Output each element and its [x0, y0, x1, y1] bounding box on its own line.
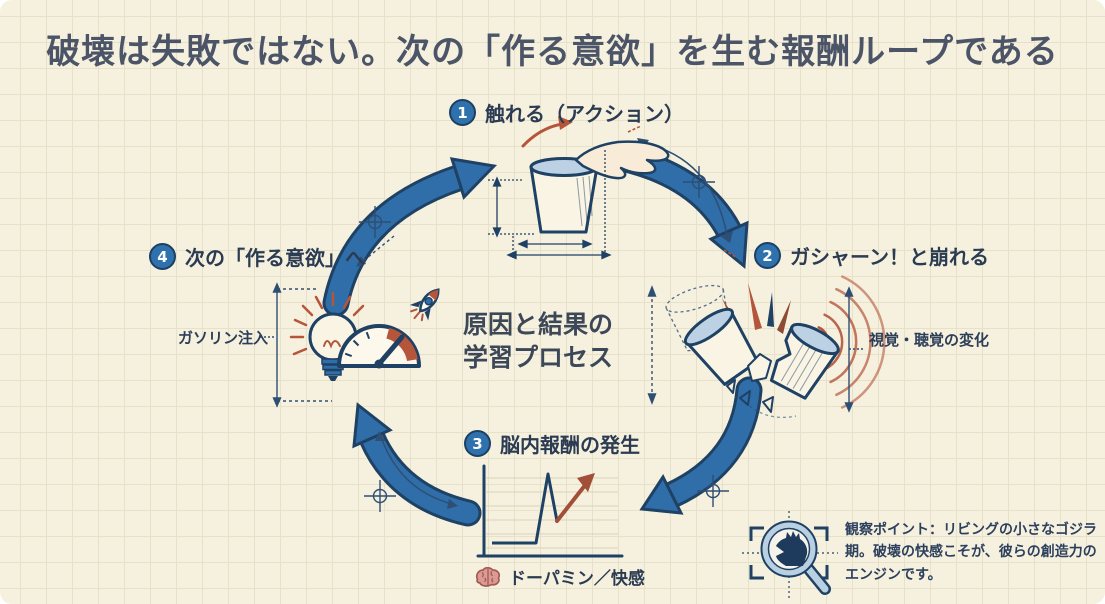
crashing-cups-icon — [647, 275, 886, 419]
lightbulb-gauge-rocket-icon — [260, 282, 440, 408]
step-3-number-badge: 3 — [464, 430, 491, 457]
brain-icon — [475, 566, 501, 587]
rocket-icon — [409, 288, 440, 322]
dashed-pointer-step4 — [356, 235, 395, 267]
step-1-label: 触れる（アクション） — [485, 102, 684, 126]
spark-rays-icon — [289, 291, 365, 356]
step-2-label: ガシャーン！と崩れる — [790, 245, 989, 269]
step-2: 2 ガシャーン！と崩れる — [754, 241, 989, 270]
loop-arrow-to-step3 — [639, 376, 763, 515]
step-2-number-badge: 2 — [754, 242, 781, 269]
step-4: 4 次の「作る意欲」へ — [149, 242, 365, 271]
step-4-label: 次の「作る意欲」へ — [185, 246, 365, 270]
magnifier-godzilla-icon — [742, 511, 838, 599]
center-caption: 原因と結果の 学習プロセス — [430, 308, 646, 374]
step-4-number-badge: 4 — [149, 243, 176, 270]
hand-touching-cup-icon — [488, 116, 670, 260]
senses-note: 視覚・聴覚の変化 — [869, 331, 990, 349]
center-caption-line1: 原因と結果の — [462, 310, 613, 339]
reward-spike-chart-icon — [476, 464, 624, 558]
loop-arrow-to-step4 — [352, 402, 482, 527]
loop-arrow-to-step1 — [322, 157, 498, 317]
crosshair-marks — [359, 166, 729, 512]
gasoline-note: ガソリン注入 — [178, 329, 269, 347]
step-1-number-badge: 1 — [449, 99, 476, 126]
page-title: 破壊は失敗ではない。次の「作る意欲」を生む報酬ループである — [46, 32, 1059, 72]
measure-arc-bottom-left — [375, 431, 458, 509]
dopamine-note: ドーパミン／快感 — [474, 564, 645, 589]
step-3: 3 脳内報酬の発生 — [464, 429, 640, 458]
dopamine-label: ドーパミン／快感 — [509, 569, 645, 589]
step-1: 1 触れる（アクション） — [449, 98, 684, 127]
step-3-label: 脳内報酬の発生 — [500, 433, 640, 457]
center-caption-line2: 学習プロセス — [462, 343, 613, 372]
observation-note: 観察ポイント：リビングの小さなゴジラ期。破壊の快感こそが、彼らの創造力のエンジン… — [845, 522, 1097, 583]
